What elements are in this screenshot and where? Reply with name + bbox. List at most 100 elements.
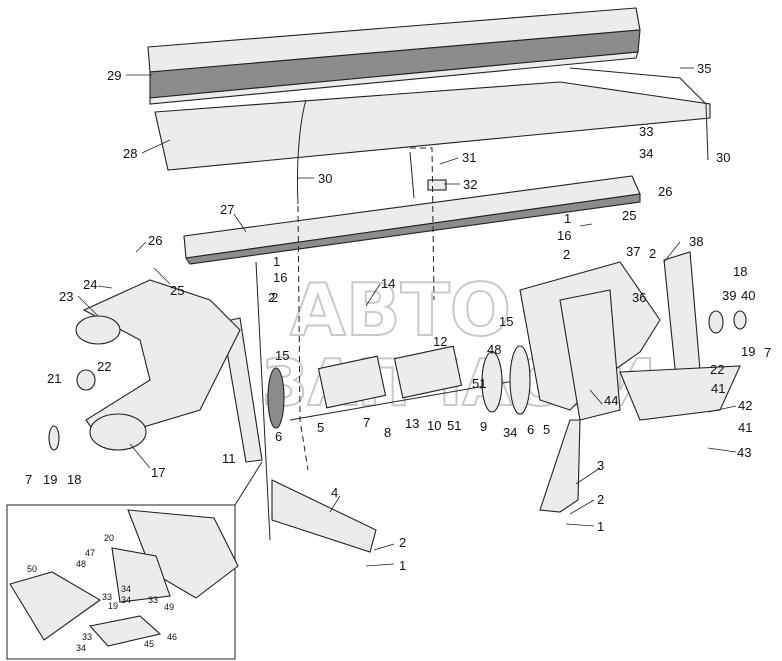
callout-29: 29 xyxy=(107,68,121,83)
callout-51-lower: 51 xyxy=(447,418,461,433)
callout-35: 35 xyxy=(697,61,711,76)
part-38-post xyxy=(663,251,701,379)
callout-25-right: 25 xyxy=(622,208,636,223)
callout-10: 10 xyxy=(427,418,441,433)
part-16-rod xyxy=(255,261,271,541)
callout-33: 33 xyxy=(639,124,653,139)
inset-callout-34a: 34 xyxy=(121,584,131,594)
dashed-axis-left xyxy=(297,205,309,471)
detail-inset xyxy=(6,461,263,660)
part-11-plate xyxy=(221,317,263,463)
callout-1-bottom: 1 xyxy=(399,558,406,573)
callout-12: 12 xyxy=(433,334,447,349)
callout-37: 37 xyxy=(626,244,640,259)
callout-14: 14 xyxy=(381,276,395,291)
callout-18-left: 18 xyxy=(67,472,81,487)
part-30-rod-right xyxy=(569,67,709,161)
callout-36: 36 xyxy=(632,290,646,305)
callout-2-left: 2 xyxy=(268,290,275,305)
inset-callout-45: 45 xyxy=(144,639,154,649)
callout-16-top: 16 xyxy=(557,228,571,243)
callout-11: 11 xyxy=(222,451,236,466)
callout-48: 48 xyxy=(487,342,501,357)
callout-9: 9 xyxy=(480,419,487,434)
inset-callout-46: 46 xyxy=(167,632,177,642)
callout-34: 34 xyxy=(639,146,653,161)
callout-15-left: 15 xyxy=(275,348,289,363)
inset-callout-49: 49 xyxy=(164,602,174,612)
callout-22-right: 22 xyxy=(710,362,724,377)
callout-7-right: 7 xyxy=(764,345,771,360)
callout-41-upper: 41 xyxy=(711,381,725,396)
callout-3: 3 xyxy=(597,458,604,473)
callout-40: 40 xyxy=(741,288,755,303)
part-27-beam xyxy=(183,175,641,265)
part-17-left-frame xyxy=(75,279,241,451)
part-40-bearing xyxy=(733,310,747,330)
inset-callout-20: 20 xyxy=(104,533,114,543)
callout-16-mid: 16 xyxy=(273,270,287,285)
callout-6-right: 6 xyxy=(527,422,534,437)
part-31-32-bolt xyxy=(409,151,447,199)
callout-25-left: 25 xyxy=(170,283,184,298)
callout-43: 43 xyxy=(737,445,751,460)
inset-callout-19: 19 xyxy=(108,601,118,611)
shaft-assembly xyxy=(267,345,531,429)
inset-callout-33b: 33 xyxy=(148,595,158,605)
callout-leaders xyxy=(77,67,737,567)
inset-callout-50: 50 xyxy=(27,564,37,574)
inset-callout-48: 48 xyxy=(76,559,86,569)
watermark-top: АВТО xyxy=(290,268,511,352)
callout-26-left: 26 xyxy=(148,233,162,248)
callout-44: 44 xyxy=(604,393,618,408)
part-29-cover xyxy=(147,7,641,105)
part-39-bearing xyxy=(708,310,724,334)
callout-27: 27 xyxy=(220,202,234,217)
callout-13: 13 xyxy=(405,416,419,431)
callout-2-top: 2 xyxy=(563,247,570,262)
callout-30-right: 30 xyxy=(716,150,730,165)
dashed-axis-center xyxy=(410,147,435,301)
callout-5-left: 5 xyxy=(317,420,324,435)
callout-2-lower-right: 2 xyxy=(597,492,604,507)
part-4-lower-arm xyxy=(271,479,377,553)
callout-2-mid: 2 xyxy=(271,290,278,305)
callout-51-upper: 51 xyxy=(472,376,486,391)
part-28-panel xyxy=(154,81,711,171)
part-44-side-frame xyxy=(519,261,661,421)
callout-1-lower-right: 1 xyxy=(597,519,604,534)
callout-38: 38 xyxy=(689,234,703,249)
callout-21: 21 xyxy=(47,371,61,386)
callout-4: 4 xyxy=(331,485,338,500)
callout-1-top: 1 xyxy=(564,211,571,226)
callout-7-left: 7 xyxy=(25,472,32,487)
callout-39: 39 xyxy=(722,288,736,303)
inset-callout-34c: 34 xyxy=(76,643,86,653)
callout-6-left: 6 xyxy=(275,429,282,444)
callout-41-lower: 41 xyxy=(738,420,752,435)
inset-callout-47: 47 xyxy=(85,548,95,558)
inset-callout-labels: 20 47 48 50 34 33 19 34 33 49 46 33 34 4… xyxy=(27,533,177,653)
callout-24: 24 xyxy=(83,277,97,292)
part-30-rod xyxy=(296,99,307,205)
callout-2-right: 2 xyxy=(649,246,656,261)
callout-26-right: 26 xyxy=(658,184,672,199)
callout-30: 30 xyxy=(318,171,332,186)
inset-callout-34b: 34 xyxy=(121,595,131,605)
callout-23: 23 xyxy=(59,289,73,304)
inset-callout-33c: 33 xyxy=(82,632,92,642)
part-18-washer-left xyxy=(48,425,60,451)
part-3-arm xyxy=(539,419,581,513)
callout-labels: 29 35 28 33 34 30 30 31 32 27 26 25 1 16… xyxy=(25,61,771,573)
callout-19-left: 19 xyxy=(43,472,57,487)
callout-31: 31 xyxy=(462,150,476,165)
callout-15-right: 15 xyxy=(499,314,513,329)
callout-19-right: 19 xyxy=(741,344,755,359)
callout-34-mid: 34 xyxy=(503,425,517,440)
part-42-plate xyxy=(619,365,741,421)
inset-callout-33a: 33 xyxy=(102,592,112,602)
callout-7-mid: 7 xyxy=(363,415,370,430)
callout-22-left: 22 xyxy=(97,359,111,374)
